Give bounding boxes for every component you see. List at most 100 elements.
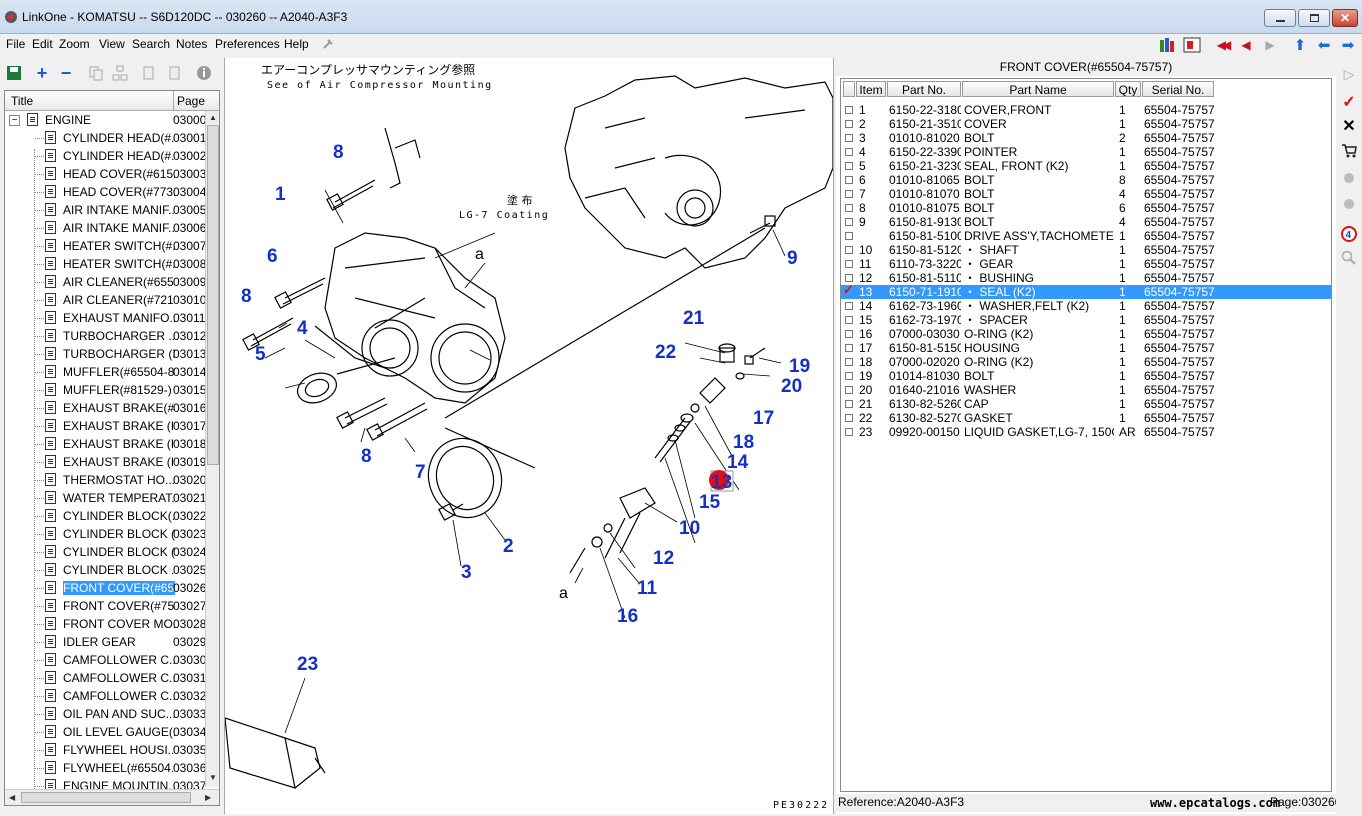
callout-20[interactable]: 20 [781, 376, 802, 397]
scroll-thumb[interactable] [21, 792, 191, 803]
row-checkbox[interactable] [845, 330, 853, 338]
tree-item[interactable]: EXHAUST BRAKE (I...03019 [5, 453, 205, 471]
callout-8[interactable]: 8 [333, 142, 344, 163]
minimize-button[interactable] [1264, 9, 1296, 27]
column-qty-header[interactable]: Qty [1115, 81, 1141, 97]
row-checkbox[interactable] [845, 190, 853, 198]
tree-item[interactable]: TURBOCHARGER ...03012 [5, 327, 205, 345]
scroll-left-icon[interactable]: ◀ [9, 793, 16, 802]
row-checkbox[interactable] [845, 120, 853, 128]
deselect-button[interactable]: ✕ [1339, 116, 1359, 136]
tree-item[interactable]: MUFFLER(#65504-8...03014 [5, 363, 205, 381]
row-checkbox[interactable] [845, 302, 853, 310]
menu-zoom[interactable]: Zoom [59, 37, 90, 51]
row-checkbox[interactable] [845, 218, 853, 226]
checkmark-icon[interactable]: ✓ [843, 282, 854, 297]
tool2-button[interactable] [1339, 194, 1359, 214]
menu-view[interactable]: View [99, 37, 125, 51]
callout-10[interactable]: 10 [679, 518, 700, 539]
pin-icon[interactable] [320, 36, 340, 54]
tree-item[interactable]: CAMFOLLOWER C...03031 [5, 669, 205, 687]
column-item-header[interactable]: Item [856, 81, 886, 97]
menu-notes[interactable]: Notes [176, 37, 208, 51]
tree-item[interactable]: FRONT COVER(#75...03027 [5, 597, 205, 615]
tree-item[interactable]: EXHAUST BRAKE (I...03018 [5, 435, 205, 453]
tree-item[interactable]: CYLINDER HEAD(#...03002 [5, 147, 205, 165]
row-checkbox[interactable] [845, 414, 853, 422]
row-checkbox[interactable] [845, 260, 853, 268]
callout-22[interactable]: 22 [655, 342, 676, 363]
select-button[interactable]: ✓ [1339, 92, 1359, 112]
callout-17[interactable]: 17 [753, 408, 774, 429]
tree-item[interactable]: FLYWHEEL(#65504...03036 [5, 759, 205, 777]
callout-14[interactable]: 14 [727, 452, 749, 473]
row-checkbox[interactable] [845, 246, 853, 254]
tree-item-engine[interactable]: − ENGINE 03000 [5, 111, 205, 129]
row-checkbox[interactable] [845, 372, 853, 380]
tree-item[interactable]: OIL LEVEL GAUGE(...03034 [5, 723, 205, 741]
callout-5[interactable]: 5 [255, 344, 266, 365]
tree-horizontal-scrollbar[interactable]: ◀ ▶ [5, 789, 219, 805]
callout-7[interactable]: 7 [415, 462, 426, 483]
cart-button[interactable] [1339, 140, 1359, 160]
tree-item[interactable]: EXHAUST MANIFO...03011 [5, 309, 205, 327]
zoom-button[interactable] [1339, 248, 1359, 268]
tree-item[interactable]: FLYWHEEL HOUSI...03035 [5, 741, 205, 759]
info-button[interactable] [194, 62, 214, 84]
callout-12[interactable]: 12 [653, 548, 674, 569]
row-checkbox[interactable] [845, 316, 853, 324]
menu-help[interactable]: Help [284, 37, 309, 51]
tree-item[interactable]: CYLINDER HEAD(#...03001 [5, 129, 205, 147]
callout-13[interactable]: 13 [711, 472, 732, 493]
menu-file[interactable]: File [6, 37, 26, 51]
row-checkbox[interactable] [845, 162, 853, 170]
callout-15[interactable]: 15 [699, 492, 721, 513]
column-check-header[interactable] [843, 81, 855, 97]
menu-preferences[interactable]: Preferences [215, 37, 280, 51]
forward-button[interactable]: ➡ [1338, 36, 1358, 54]
tree-item[interactable]: AIR INTAKE MANIF...03005 [5, 201, 205, 219]
callout-9[interactable]: 9 [787, 248, 798, 269]
up-level-button[interactable]: ⬆ [1290, 36, 1310, 54]
scroll-down-icon[interactable]: ▼ [209, 773, 217, 782]
tree-item[interactable]: CYLINDER BLOCK (...03024 [5, 543, 205, 561]
callout-21[interactable]: 21 [683, 308, 705, 329]
tree-view-button[interactable] [110, 62, 130, 84]
callout-2[interactable]: 2 [503, 536, 514, 557]
close-button[interactable]: ✕ [1332, 9, 1358, 27]
play-button[interactable]: ▷ [1339, 64, 1359, 84]
scroll-right-icon[interactable]: ▶ [205, 793, 212, 802]
maximize-button[interactable] [1298, 9, 1330, 27]
tree-item[interactable]: AIR CLEANER(#721...03010 [5, 291, 205, 309]
row-checkbox[interactable] [845, 204, 853, 212]
tree-item[interactable]: FRONT COVER(#65...03026 [5, 579, 205, 597]
tree-item[interactable]: CYLINDER BLOCK(...03022 [5, 507, 205, 525]
tree-item[interactable]: EXHAUST BRAKE (I...03017 [5, 417, 205, 435]
next-page-button[interactable]: ▶ [1260, 36, 1280, 54]
menu-edit[interactable]: Edit [32, 37, 53, 51]
row-checkbox[interactable] [845, 400, 853, 408]
callout-1[interactable]: 1 [275, 184, 286, 205]
scroll-thumb[interactable] [207, 125, 219, 465]
row-checkbox[interactable] [845, 386, 853, 394]
tree-item[interactable]: HEAD COVER(#615...03003 [5, 165, 205, 183]
